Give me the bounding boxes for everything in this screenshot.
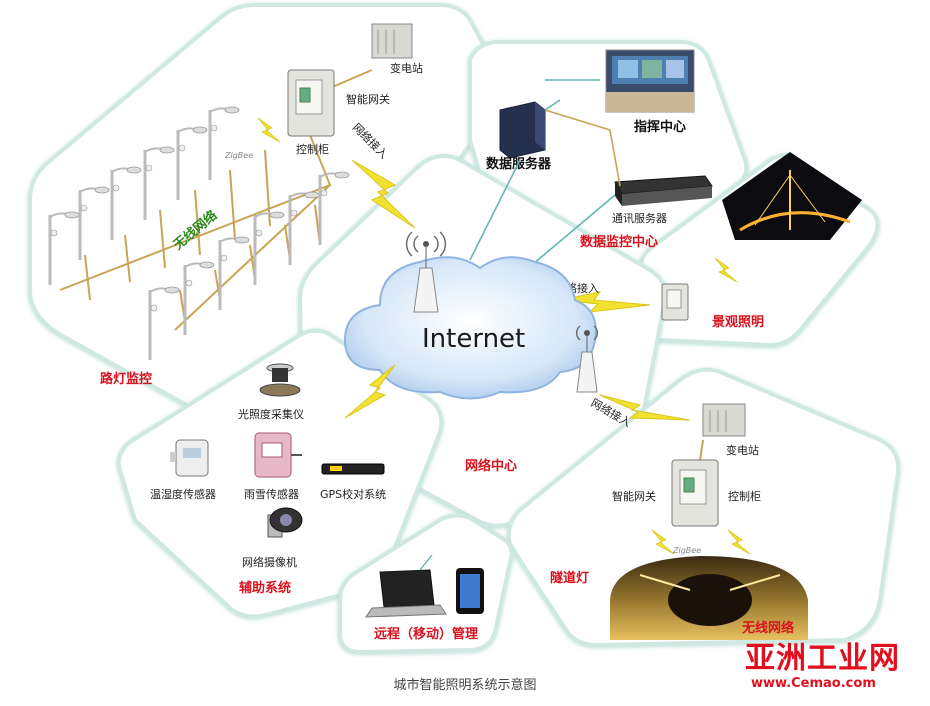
watermark-url: www.Cemao.com	[751, 676, 876, 691]
watermark-title: 亚洲工业网	[745, 641, 900, 676]
light-collector-icon	[259, 363, 301, 397]
cabinet-top-label: 控制柜	[296, 142, 329, 156]
tunnel-light-label: 隧道灯	[550, 570, 589, 586]
gps-system-icon	[321, 463, 385, 475]
diagram-caption: 城市智能照明系统示意图	[393, 678, 537, 693]
smartphone-icon	[456, 568, 484, 614]
network-camera-icon	[267, 507, 303, 538]
wireless-network-bottom-label: 无线网络	[741, 620, 794, 636]
control-cabinet-top-icon	[287, 69, 335, 137]
tunnel-image	[610, 556, 808, 640]
substation-top-label: 变电站	[390, 61, 423, 75]
street-light-cables	[59, 134, 332, 331]
substation-link-top	[329, 69, 373, 89]
remote-link	[419, 554, 433, 571]
network-access-bolt-2	[559, 291, 651, 313]
internet-label: Internet	[422, 324, 525, 354]
network-access-bolt-1	[351, 159, 416, 229]
aux-system-label: 辅助系统	[239, 580, 291, 596]
data-server-label: 数据服务器	[486, 156, 552, 172]
landscape-cabinet-icon	[661, 283, 689, 321]
landscape-bridge-image	[722, 152, 862, 240]
comm-server-label: 通讯服务器	[612, 212, 667, 225]
rain-snow-sensor-label: 雨雪传感器	[244, 488, 299, 501]
antenna-right-icon	[576, 325, 598, 393]
command-center-image	[605, 49, 695, 113]
gateway-bottom-label: 智能网关	[612, 489, 656, 503]
temp-humidity-sensor-icon	[170, 439, 209, 477]
data-monitor-center-label: 数据监控中心	[580, 234, 658, 250]
comm-server-icon	[614, 175, 713, 206]
laptop-icon	[365, 569, 447, 618]
street-light-monitor-label: 路灯监控	[100, 371, 152, 387]
data-center-cables	[544, 109, 621, 187]
rain-snow-sensor-icon	[254, 432, 302, 478]
cabinet-bottom-label: 控制柜	[728, 489, 761, 503]
substation-bottom-icon	[702, 403, 746, 437]
network-access-bolt-3	[599, 394, 691, 421]
remote-management-label: 远程（移动）管理	[374, 626, 478, 642]
landscape-lighting-label: 景观照明	[712, 315, 764, 330]
zigbee-mark-bottom: ZigBee	[672, 546, 701, 555]
light-collector-label: 光照度采集仪	[238, 407, 304, 421]
data-server-icon	[499, 101, 546, 159]
gps-system-label: GPS校对系统	[320, 487, 386, 501]
command-center-label: 指挥中心	[634, 119, 686, 135]
substation-link-bottom	[699, 439, 704, 461]
substation-top-icon	[371, 23, 413, 59]
substation-bottom-label: 变电站	[726, 443, 759, 457]
network-camera-label: 网络摄像机	[242, 555, 297, 569]
zigbee-mark-top: ZigBee	[224, 151, 253, 160]
gateway-top-label: 智能网关	[346, 92, 390, 106]
control-cabinet-bottom-icon	[671, 459, 719, 527]
diagram-canvas: ZigBee 变电站 智能网关 控制柜 无线网络 路灯监控 网络接入 指挥中心 …	[28, 2, 901, 655]
antenna-left-icon	[405, 231, 447, 313]
aux-bolt	[344, 364, 396, 419]
network-center-label: 网络中心	[465, 458, 517, 474]
watermark: 亚洲工业网 www.Cemao.com	[745, 642, 925, 692]
internet-cloud	[343, 256, 597, 400]
temp-humidity-sensor-label: 温湿度传感器	[150, 487, 216, 501]
